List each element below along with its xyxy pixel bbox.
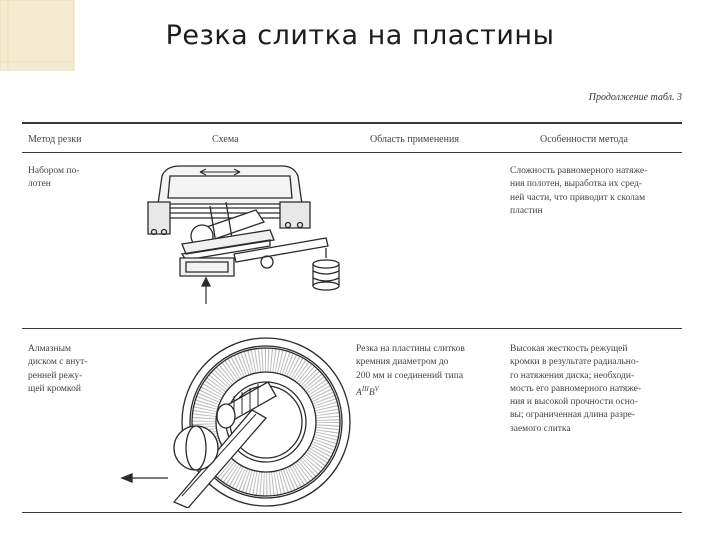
row1-features-line: ней части, что приводит к сколам bbox=[510, 192, 646, 203]
header-scheme: Схема bbox=[212, 134, 239, 145]
row1-features: Сложность равномерного натяже- ния полот… bbox=[510, 165, 647, 218]
row2-application-formula: AIIIBV bbox=[356, 383, 465, 400]
table-header-rule bbox=[22, 152, 682, 153]
row2-features-line: ния и высокой прочности осно- bbox=[510, 397, 638, 408]
slide-title: Резка слитка на пластины bbox=[165, 20, 555, 51]
header-method: Метод резки bbox=[28, 134, 82, 145]
row2-method: Алмазным диском с внут- ренней режу- щей… bbox=[28, 343, 87, 396]
row2-features-line: Высокая жесткость режущей bbox=[510, 344, 628, 354]
row1-features-line: пластин bbox=[510, 205, 543, 216]
row2-application-line: 200 мм и соединений типа bbox=[356, 370, 464, 381]
row-separator-rule bbox=[22, 328, 682, 329]
row2-features-line: мость его равномерного натяже- bbox=[510, 383, 642, 394]
row1-features-line: ния полотен, выработка их сред- bbox=[510, 179, 642, 190]
multi-blade-saw-diagram bbox=[147, 165, 340, 304]
corner-decoration bbox=[0, 0, 75, 71]
inner-diameter-saw-diagram bbox=[120, 337, 351, 508]
row1-method: Набором по- лотен bbox=[28, 165, 79, 192]
row1-method-line: лотен bbox=[28, 179, 51, 190]
table-bottom-rule bbox=[22, 512, 682, 513]
formula-iii: III bbox=[361, 384, 369, 393]
formula-b: B bbox=[368, 388, 375, 399]
row2-method-line: диском с внут- bbox=[28, 357, 88, 368]
table-top-rule bbox=[22, 122, 682, 124]
row2-features: Высокая жесткость режущей кромки в резул… bbox=[510, 343, 641, 436]
row2-method-line: Алмазным bbox=[28, 344, 71, 354]
row2-features-line: вы; ограниченная длина разре- bbox=[510, 410, 635, 421]
row1-method-line: Набором по- bbox=[28, 166, 80, 176]
row2-method-line: ренней режу- bbox=[28, 370, 83, 381]
row1-features-line: Сложность равномерного натяже- bbox=[510, 166, 648, 176]
row2-application-line: Резка на пластины слитков bbox=[356, 344, 465, 354]
row2-features-line: го натяжения диска; необходи- bbox=[510, 370, 635, 381]
row2-application-line: кремния диаметром до bbox=[356, 357, 449, 368]
header-application: Область применения bbox=[370, 134, 459, 145]
row2-features-line: кромки в результате радиально- bbox=[510, 357, 639, 368]
formula-a: A bbox=[356, 388, 362, 399]
row2-application: Резка на пластины слитков кремния диамет… bbox=[356, 343, 465, 400]
header-features: Особенности метода bbox=[540, 134, 628, 145]
row2-features-line: заемого слитка bbox=[510, 423, 571, 434]
formula-v: V bbox=[374, 384, 379, 393]
row2-method-line: щей кромкой bbox=[28, 383, 81, 394]
table-continuation-label: Продолжение табл. 3 bbox=[588, 92, 682, 103]
